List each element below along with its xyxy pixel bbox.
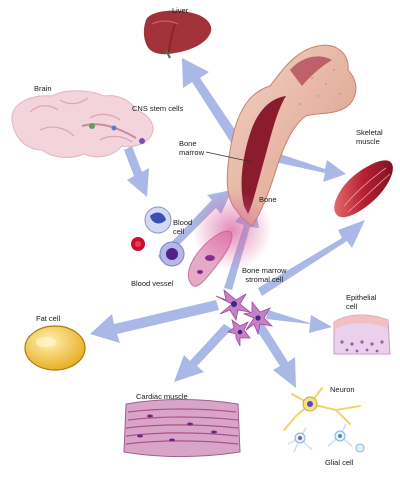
skeletal-muscle-illustration <box>334 160 393 218</box>
label-bone-marrow: Bone marrow <box>179 139 205 157</box>
bone-marrow-leader <box>205 151 253 163</box>
label-skeletal-muscle: Skeletal muscle <box>356 128 383 146</box>
label-cns-stem-cells: CNS stem cells <box>132 104 184 113</box>
arrow-brain-to-blood <box>124 146 149 197</box>
label-blood-vessel: Blood vessel <box>131 279 174 288</box>
neuron-illustration <box>283 387 365 453</box>
label-cardiac-muscle: Cardiac muscle <box>136 392 188 401</box>
epithelial-illustration <box>333 314 391 355</box>
arrow-to-epithelial <box>266 310 332 333</box>
arrow-to-liver <box>182 58 250 158</box>
label-blood-cell: Blood cell <box>173 218 193 236</box>
bone-illustration <box>226 44 357 227</box>
label-bone-marrow-stromal-cell: Bone marrow stromal cell <box>242 266 287 284</box>
stromal-cells-illustration <box>215 288 274 347</box>
label-liver: Liver <box>172 6 189 15</box>
fat-cell-illustration <box>24 325 86 371</box>
liver-illustration <box>143 10 212 59</box>
cardiac-muscle-illustration <box>123 399 241 457</box>
label-neuron: Neuron <box>330 385 355 394</box>
label-glial-cell: Glial cell <box>325 458 354 467</box>
label-epithelial-cell: Epithelial cell <box>346 293 377 311</box>
arrow-to-fat-cell <box>90 300 219 343</box>
label-fat-cell: Fat cell <box>36 314 61 323</box>
arrow-to-neuron <box>254 321 296 388</box>
label-brain: Brain <box>34 84 52 93</box>
arrow-to-skeletal-muscle <box>266 150 346 182</box>
arrow-stromal-to-muscle <box>258 220 365 296</box>
arrow-to-cardiac <box>174 324 232 382</box>
label-bone: Bone <box>259 195 277 204</box>
blood-cells-illustration <box>131 206 185 267</box>
brain-illustration <box>11 90 154 158</box>
